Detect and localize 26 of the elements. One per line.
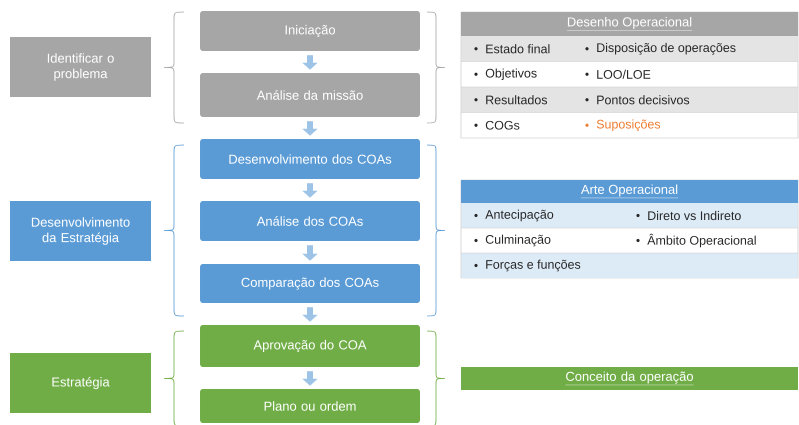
header-bar: Arte Operacional [461, 180, 798, 203]
list-item: Estado final [486, 44, 550, 54]
step-box: Comparação dos COAs [200, 264, 420, 303]
header-bar: Conceito da operação [461, 367, 798, 390]
list-item: Antecipação [485, 210, 554, 222]
list-item: Suposições [596, 119, 660, 132]
phase-box: Identificar o problema [10, 37, 151, 97]
phase-box: Estratégia [10, 353, 151, 413]
step-box: Plano ou ordem [200, 389, 420, 423]
list-item: Direto vs Indireto [648, 210, 741, 220]
list-item: Culminação [486, 234, 550, 246]
list-item: Pontos decisivos [597, 95, 690, 104]
list-item: Objetivos [486, 68, 537, 80]
step-box: Análise da missão [200, 73, 420, 117]
list-item: Disposição de operações [597, 42, 736, 55]
list-item: LOO/LOE [597, 70, 650, 79]
step-box: Aprovação do COA [200, 325, 420, 367]
list-item: Forças e funções [486, 260, 580, 272]
phase-box: Desenvolvimento da Estratégia [10, 201, 151, 261]
list-item: Âmbito Operacional [647, 234, 756, 248]
list-item: COGs [486, 120, 520, 130]
step-box: Iniciação [200, 11, 420, 51]
step-box: Análise dos COAs [200, 201, 420, 241]
header-bar: Desenho Operacional [461, 12, 798, 36]
step-box: Desenvolvimento dos COAs [200, 139, 420, 179]
list-item: Resultados [486, 95, 548, 104]
